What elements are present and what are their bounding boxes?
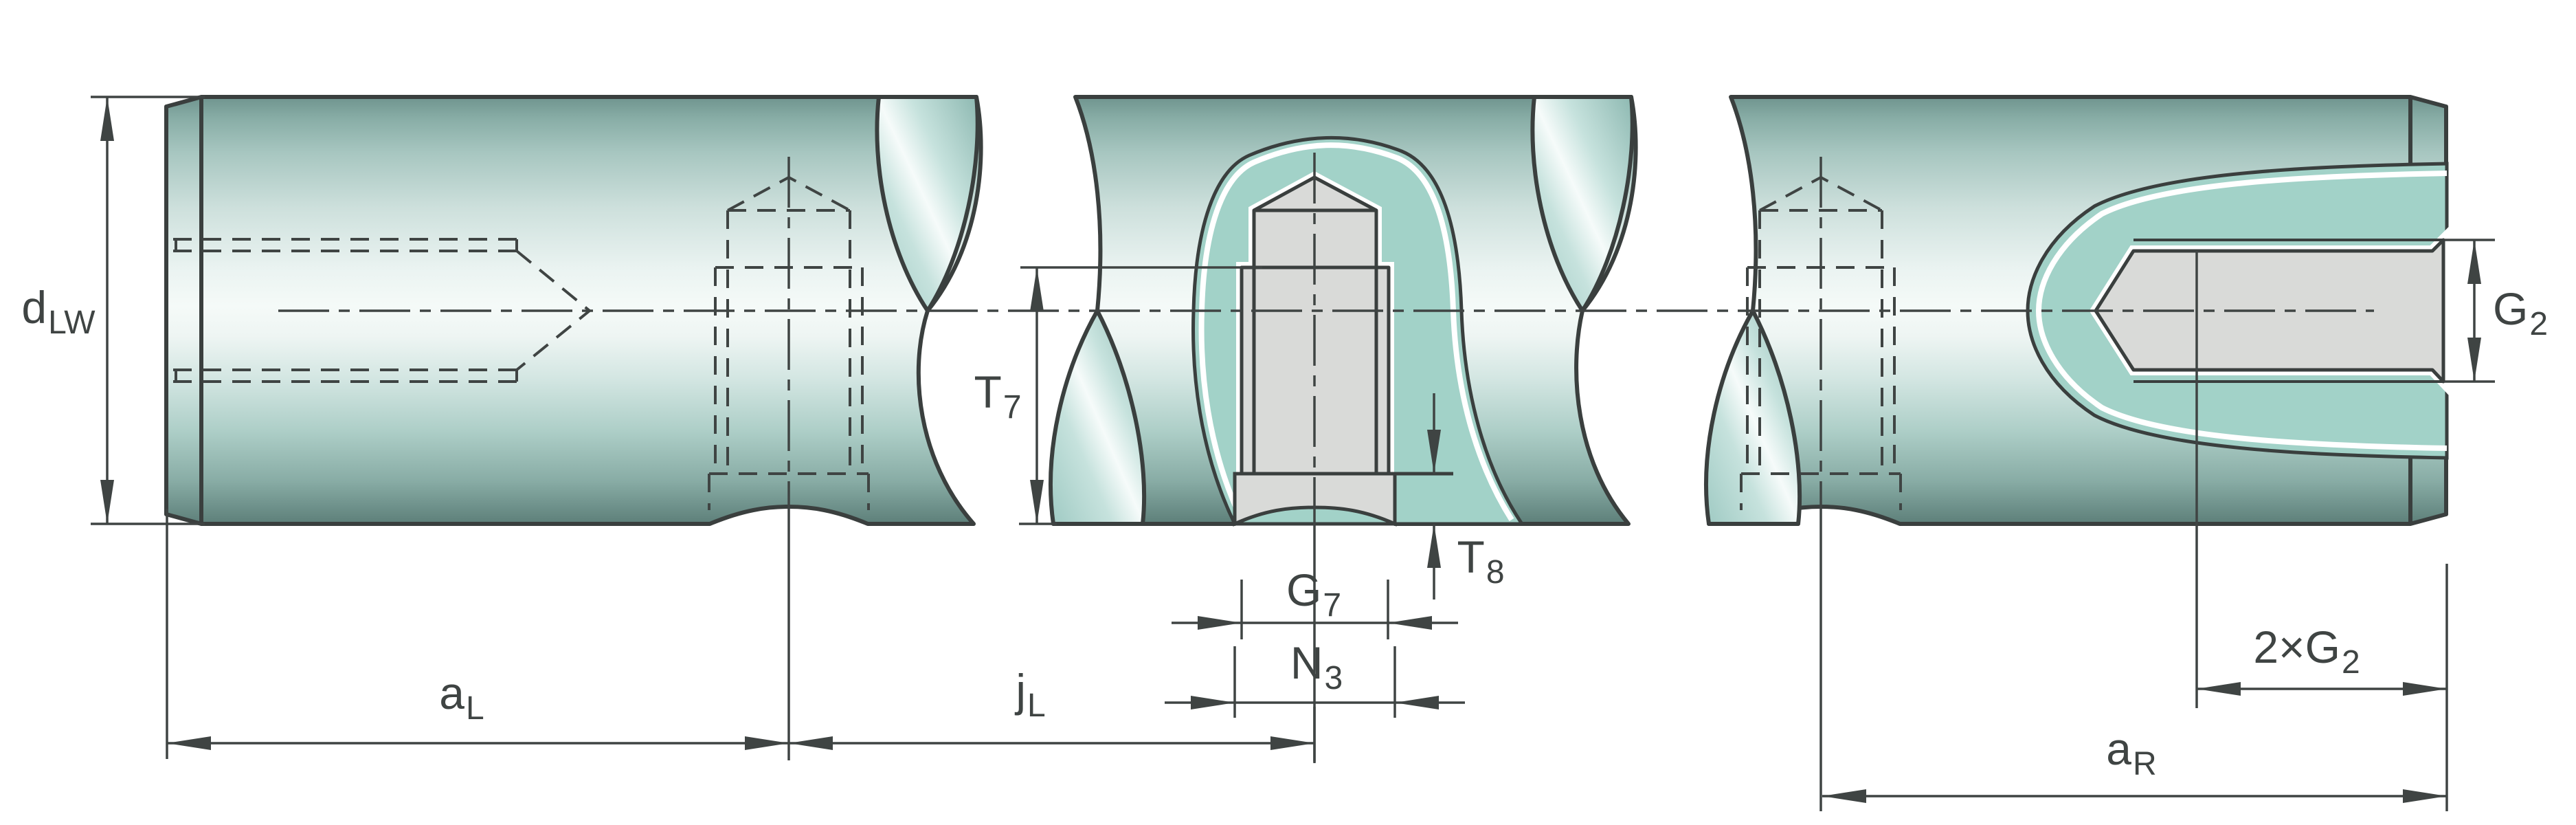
dim-g2 <box>2445 239 2495 383</box>
label-jl: jL <box>1016 665 1046 724</box>
dim-jl <box>789 707 1316 762</box>
label-ar: aR <box>2106 723 2157 782</box>
label-g2: G2 <box>2492 283 2549 342</box>
section-gap-right <box>2035 170 2448 451</box>
label-n3: N3 <box>1290 637 1343 696</box>
dim-g2x2 <box>2195 251 2448 811</box>
dim-t7 <box>1019 266 1262 525</box>
label-g7: G7 <box>1286 564 1342 624</box>
break-curls <box>875 95 1802 526</box>
dim-n3 <box>1165 646 1465 718</box>
shaft-left-piece <box>164 95 983 526</box>
dim-g7 <box>1172 580 1458 639</box>
dim-dlw <box>91 96 205 525</box>
label-t7: T7 <box>974 366 1022 426</box>
dim-al <box>166 509 789 759</box>
label-t8: T8 <box>1457 531 1505 591</box>
section-gap-middle <box>1198 142 1514 522</box>
label-g2x2: 2×G2 <box>2253 622 2360 681</box>
dim-t8 <box>1427 393 1441 600</box>
dimensions <box>91 96 2495 811</box>
label-dlw: dLW <box>21 282 96 341</box>
label-al: aL <box>439 668 484 727</box>
centerlines <box>278 153 2374 811</box>
dim-ar <box>1822 789 2447 803</box>
